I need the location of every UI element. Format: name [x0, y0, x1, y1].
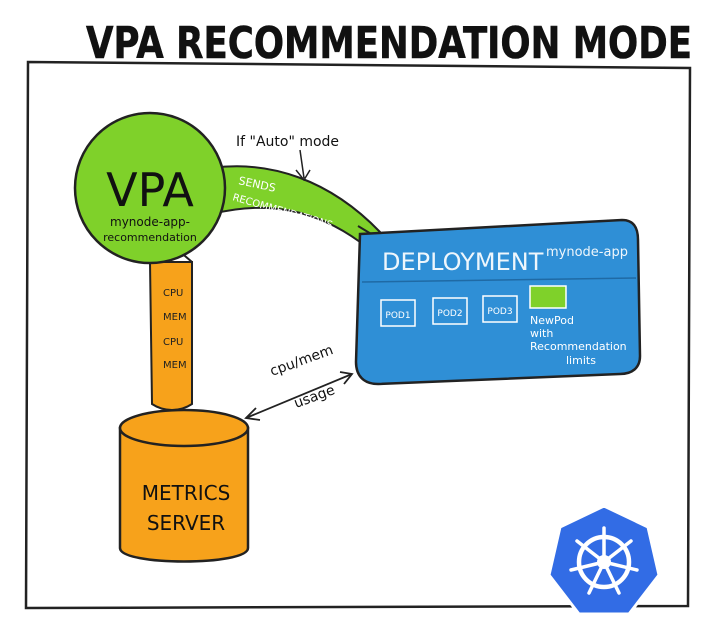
pod-label: POD3	[487, 307, 512, 317]
pod: POD1	[380, 299, 416, 327]
usage-label: usage	[292, 382, 337, 411]
svg-text:NewPod: NewPod	[530, 314, 574, 327]
pod-label: POD1	[385, 311, 410, 321]
vpa-sublabel: mynode-app-	[110, 215, 190, 229]
diagram-frame	[24, 60, 692, 610]
pipe-line: CPU	[163, 337, 183, 348]
metrics-server-top	[118, 408, 250, 448]
new-pod-caption: NewPod with Recommendation limits	[530, 314, 627, 367]
new-pod	[529, 285, 567, 309]
auto-mode-condition: If "Auto" mode	[236, 134, 339, 150]
metrics-label: SERVER	[147, 511, 225, 535]
vpa-sublabel: recommendation	[103, 231, 197, 244]
deployment-name: mynode-app	[546, 245, 628, 260]
metrics-label: METRICS	[142, 481, 231, 505]
metrics-to-vpa-pipe	[148, 261, 193, 411]
pipe-line: MEM	[163, 312, 187, 323]
pod: POD2	[432, 297, 468, 325]
vpa-label: VPA	[106, 163, 194, 217]
svg-text:limits: limits	[566, 354, 596, 367]
pipe-text: CPU MEM CPU MEM	[163, 288, 187, 371]
deployment-label: DEPLOYMENT	[382, 248, 544, 276]
pipe-line: CPU	[163, 288, 183, 299]
svg-text:Recommendation: Recommendation	[530, 340, 627, 353]
usage-label: cpu/mem	[268, 342, 336, 380]
condition-pointer	[295, 149, 311, 182]
svg-text:with: with	[530, 327, 553, 340]
usage-arrow-head-icon	[244, 371, 354, 421]
kubernetes-logo-icon	[547, 504, 661, 616]
metrics-server	[118, 426, 250, 563]
deployment-divider	[361, 277, 637, 283]
pipe-line: MEM	[163, 360, 187, 371]
pod: POD3	[482, 295, 518, 323]
vpa-node	[73, 111, 227, 265]
diagram-title: VPA RECOMMENDATION MODE	[86, 18, 692, 69]
usage-arrow	[245, 373, 353, 419]
pod-label: POD2	[437, 309, 462, 319]
deployment-box	[354, 218, 642, 386]
